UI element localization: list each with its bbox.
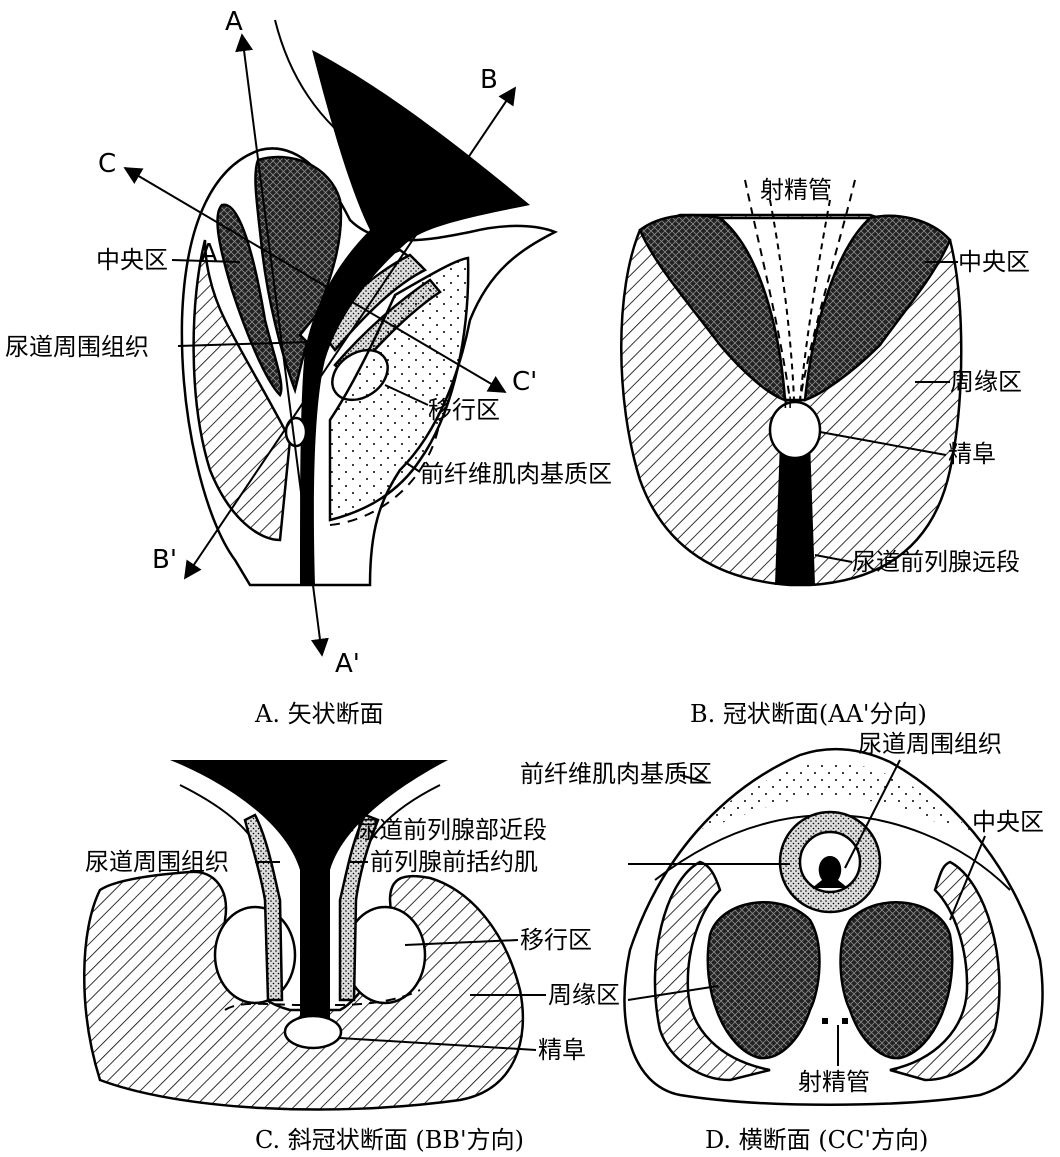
panel-a-label-central-zone: 中央区 xyxy=(96,246,168,274)
axis-c-label: C xyxy=(98,149,116,179)
panel-a-caption: A. 矢状断面 xyxy=(254,700,384,728)
panel-b-label-ejaculatory-duct: 射精管 xyxy=(760,176,832,204)
panel-c-verumontanum xyxy=(285,1016,341,1048)
axis-a-prime-label: A' xyxy=(335,649,360,679)
panel-c-caption: C. 斜冠状断面 (BB'方向) xyxy=(255,1126,524,1154)
panel-c-transition-zone-right xyxy=(345,907,425,1003)
axis-b-label: B xyxy=(480,65,498,95)
panel-d-label-central-zone: 中央区 xyxy=(972,808,1044,836)
panel-d-label-periurethral-tissue: 尿道周围组织 xyxy=(858,730,1002,758)
panel-b-label-verumontanum: 精阜 xyxy=(948,440,996,468)
panel-b-verumontanum xyxy=(770,402,820,458)
axis-a-label: A xyxy=(225,7,243,37)
panel-a-label-fibromuscular-stroma: 前纤维肌肉基质区 xyxy=(420,460,612,488)
panel-c-label-verumontanum: 精阜 xyxy=(538,1036,586,1064)
panel-d-label-fibromuscular-stroma: 前纤维肌肉基质区 xyxy=(520,760,712,788)
panel-c-label-peripheral-zone: 周缘区 xyxy=(548,981,620,1009)
panel-b-urethra xyxy=(775,440,815,585)
panel-d-caption: D. 横断面 (CC'方向) xyxy=(705,1126,928,1154)
panel-b-coronal: II 射精管 中央区 周缘区 精阜 尿道前列腺远段 B. 冠状断面(AA'分向) xyxy=(621,176,1030,728)
panel-b-label-distal-urethra: 尿道前列腺远段 xyxy=(852,548,1020,576)
panel-c-label-periurethral-tissue: 尿道周围组织 xyxy=(85,848,229,876)
panel-a-label-transition-zone: 移行区 xyxy=(428,396,500,424)
panel-c-label-sphincter: 前列腺前括约肌 xyxy=(370,848,538,876)
panel-c-oblique-coronal: 尿道前列腺部近段 尿道周围组织 前列腺前括约肌 移行区 周缘区 精阜 C. 斜冠… xyxy=(84,760,620,1154)
panel-d-label-ejaculatory-duct: 射精管 xyxy=(798,1068,870,1096)
panel-d-transverse: 前纤维肌肉基质区 尿道周围组织 中央区 射精管 D. 横断面 (CC'方向) xyxy=(520,730,1044,1154)
panel-c-label-transition-zone: 移行区 xyxy=(520,926,592,954)
panel-a-sagittal: A A' B B' C C' A 中央区 尿道周围组织 移行区 前纤维肌肉基质区… xyxy=(5,7,612,728)
panel-b-caption: B. 冠状断面(AA'分向) xyxy=(690,700,927,728)
panel-c-label-proximal-urethra: 尿道前列腺部近段 xyxy=(355,816,547,844)
panel-b-label-peripheral-zone: 周缘区 xyxy=(950,368,1022,396)
panel-a-label-periurethral-tissue: 尿道周围组织 xyxy=(5,333,149,361)
inner-a-label: A xyxy=(200,239,218,269)
svg-text:II: II xyxy=(783,393,792,412)
axis-c-prime-label: C' xyxy=(512,367,537,397)
panel-b-label-central-zone: 中央区 xyxy=(958,248,1030,276)
axis-b-prime-label: B' xyxy=(152,545,177,575)
